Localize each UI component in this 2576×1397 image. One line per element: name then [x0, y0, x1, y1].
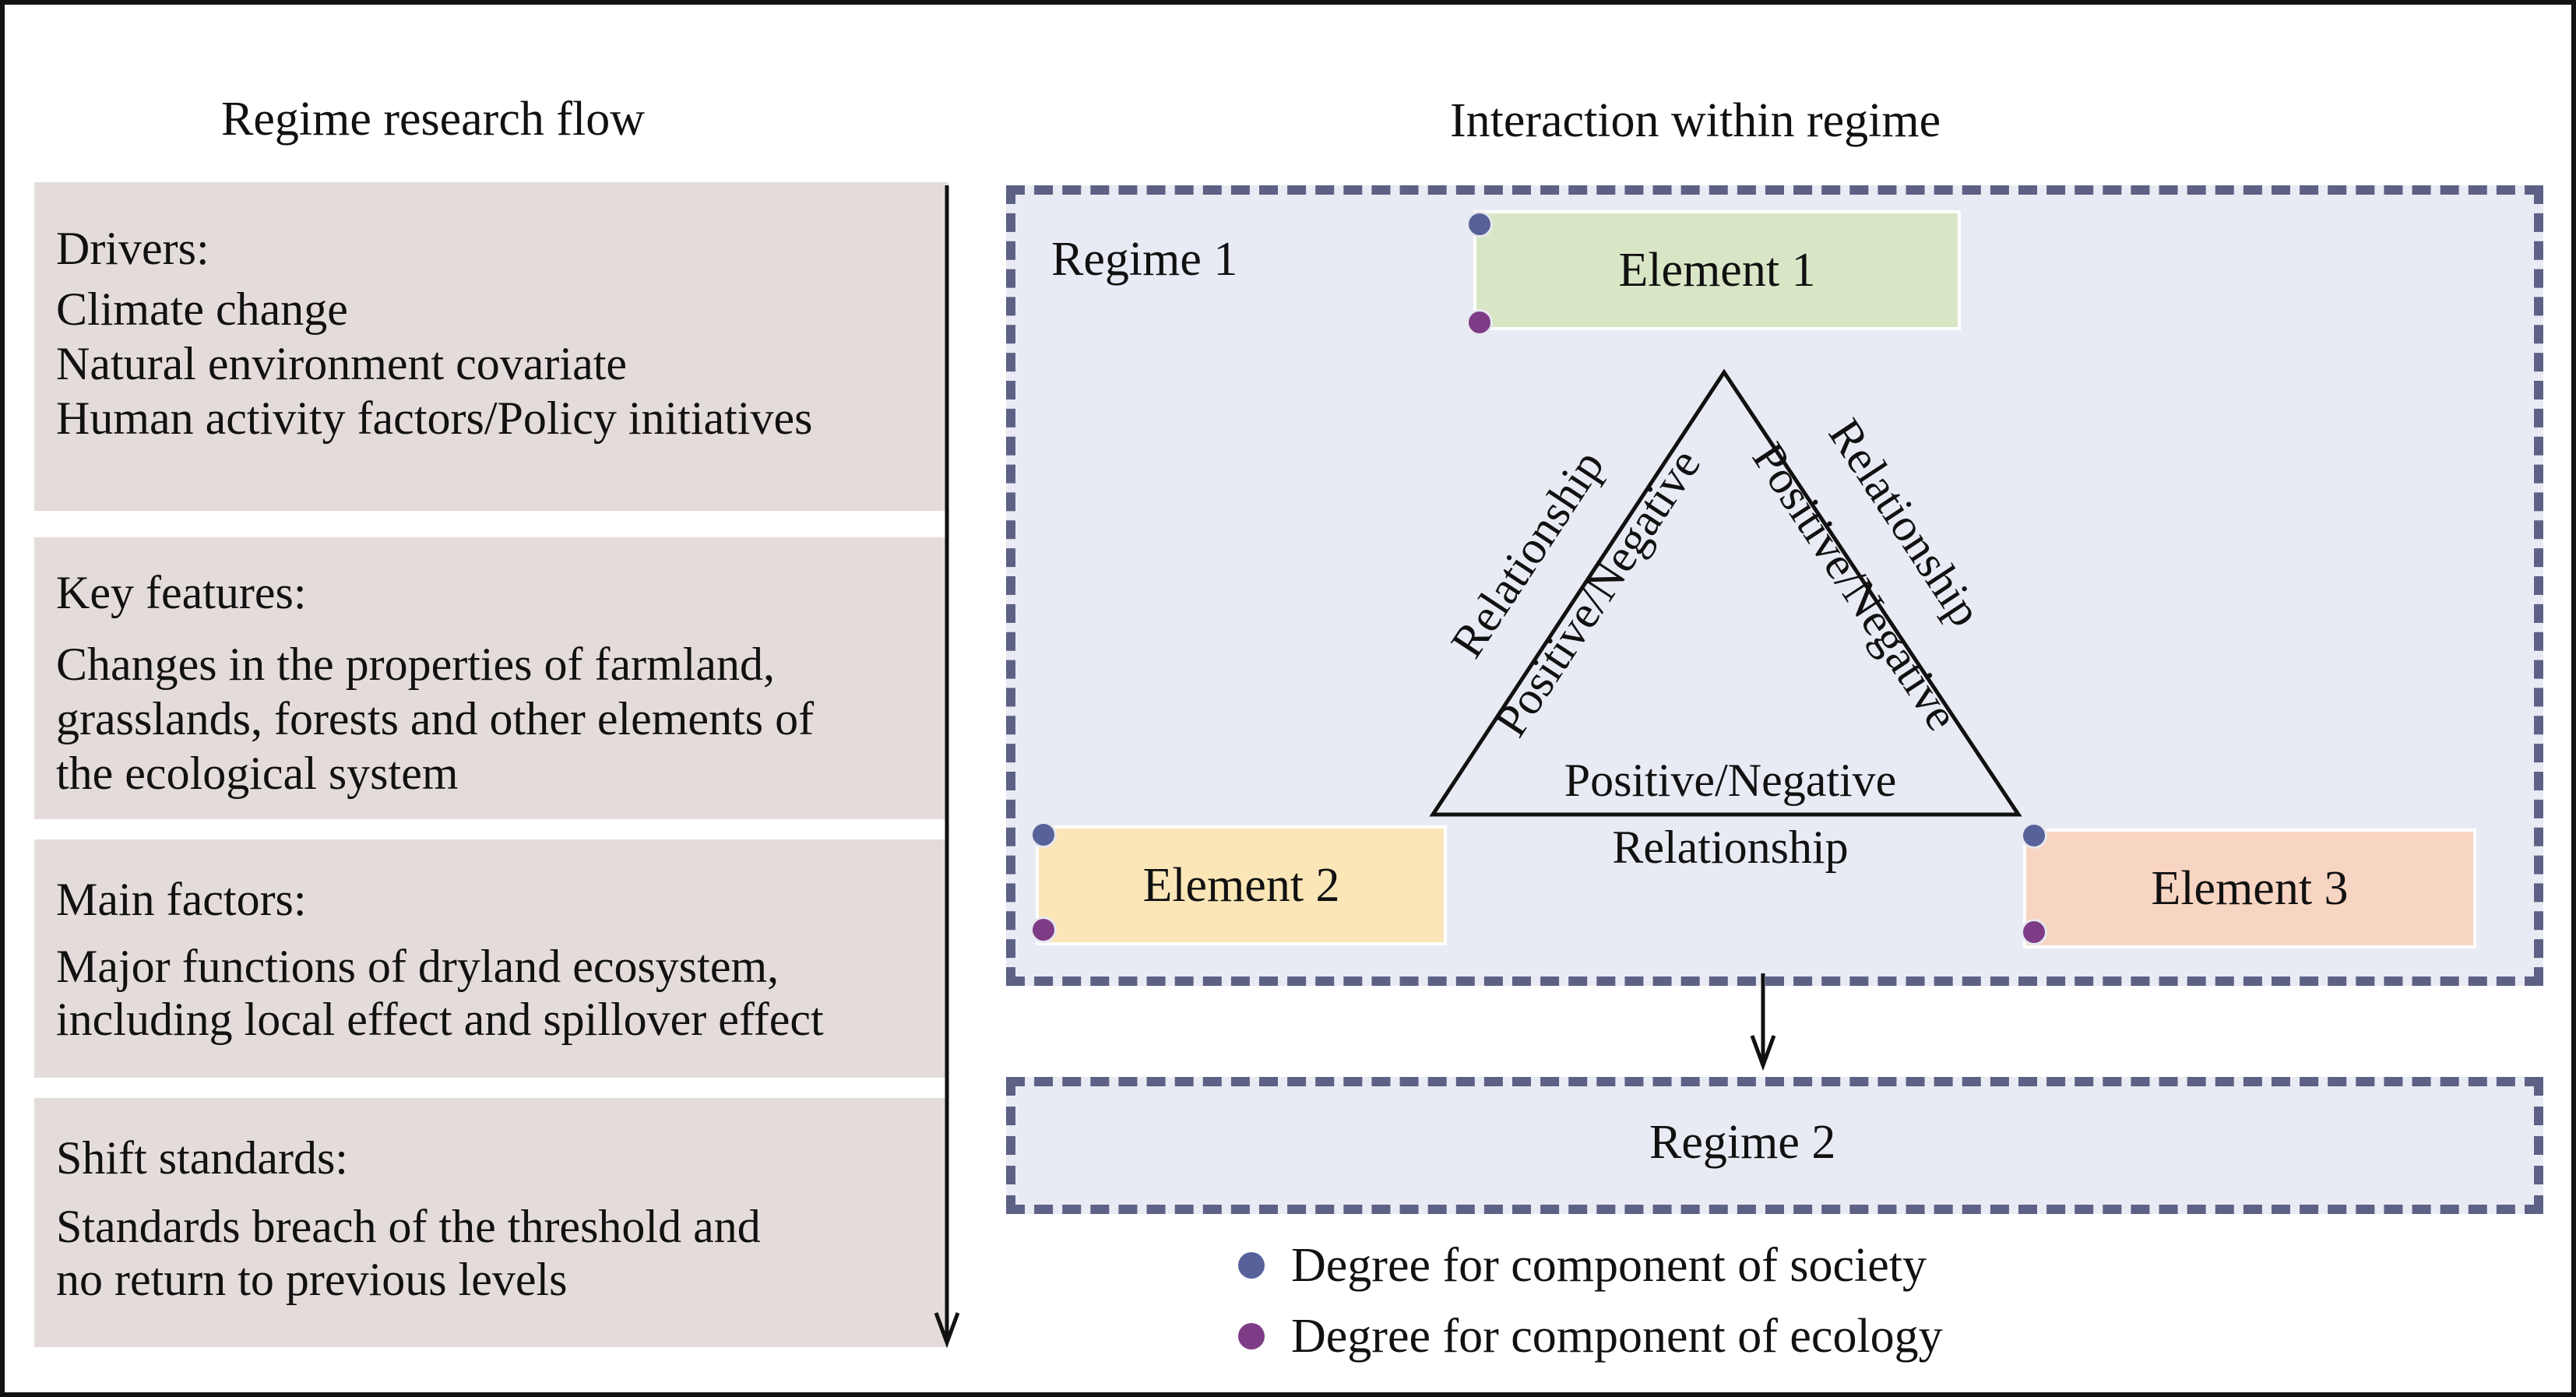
- shift-standards-title: Shift standards:: [56, 1132, 348, 1184]
- society-degree-dot: [2021, 822, 2047, 849]
- regime-2-box: [1006, 1077, 2543, 1214]
- right-panel-heading: Interaction within regime: [1450, 94, 1941, 147]
- society-degree-dot: [1030, 822, 1057, 848]
- ecology-degree-dot: [2021, 919, 2047, 945]
- drivers-line: Climate change: [56, 283, 348, 335]
- element-3-label: Element 3: [2151, 861, 2349, 915]
- left-panel-heading: Regime research flow: [221, 93, 645, 146]
- ecology-legend-label: Degree for component of ecology: [1291, 1310, 1943, 1363]
- society-legend-label: Degree for component of society: [1291, 1239, 1927, 1292]
- regime-2-label: Regime 2: [1649, 1116, 1836, 1169]
- element-2-label: Element 2: [1142, 858, 1340, 912]
- relationship-triangle: [1429, 368, 2022, 817]
- drivers-title: Drivers:: [56, 223, 209, 274]
- element-1-label: Element 1: [1618, 243, 1816, 297]
- key-features-line: grasslands, forests and other elements o…: [56, 693, 815, 744]
- drivers-line: Natural environment covariate: [56, 338, 628, 389]
- regime-transition-arrow-head: [1750, 1035, 1776, 1072]
- shift-standards-line: Standards breach of the threshold and: [56, 1201, 761, 1252]
- element-3-box: Element 3: [2023, 829, 2476, 948]
- shift-standards-box: Shift standards: Standards breach of the…: [34, 1098, 948, 1347]
- ecology-degree-dot: [1030, 917, 1057, 943]
- regime-1-label: Regime 1: [1051, 233, 1238, 286]
- main-factors-line: including local effect and spillover eff…: [56, 994, 824, 1045]
- key-features-line: the ecological system: [56, 748, 459, 799]
- ecology-degree-dot: [1466, 309, 1493, 336]
- element-1-box: Element 1: [1473, 210, 1961, 330]
- ecology-legend-dot: [1238, 1323, 1265, 1349]
- main-factors-line: Major functions of dryland ecosystem,: [56, 941, 779, 992]
- element-2-box: Element 2: [1036, 825, 1447, 945]
- shift-standards-line: no return to previous levels: [56, 1254, 568, 1305]
- key-features-line: Changes in the properties of farmland,: [56, 639, 776, 690]
- main-factors-box: Main factors: Major functions of dryland…: [34, 839, 948, 1078]
- bottom-polarity-label: Positive/Negative: [1564, 755, 1897, 806]
- main-factors-title: Main factors:: [56, 874, 307, 925]
- drivers-line: Human activity factors/Policy initiative…: [56, 392, 813, 444]
- society-legend-dot: [1238, 1252, 1265, 1279]
- key-features-box: Key features: Changes in the properties …: [34, 537, 948, 819]
- key-features-title: Key features:: [56, 567, 307, 618]
- drivers-box: Drivers: Climate change Natural environm…: [34, 182, 948, 511]
- society-degree-dot: [1466, 211, 1493, 238]
- flow-arrow-head: [934, 1312, 960, 1349]
- bottom-relationship-label: Relationship: [1612, 822, 1848, 873]
